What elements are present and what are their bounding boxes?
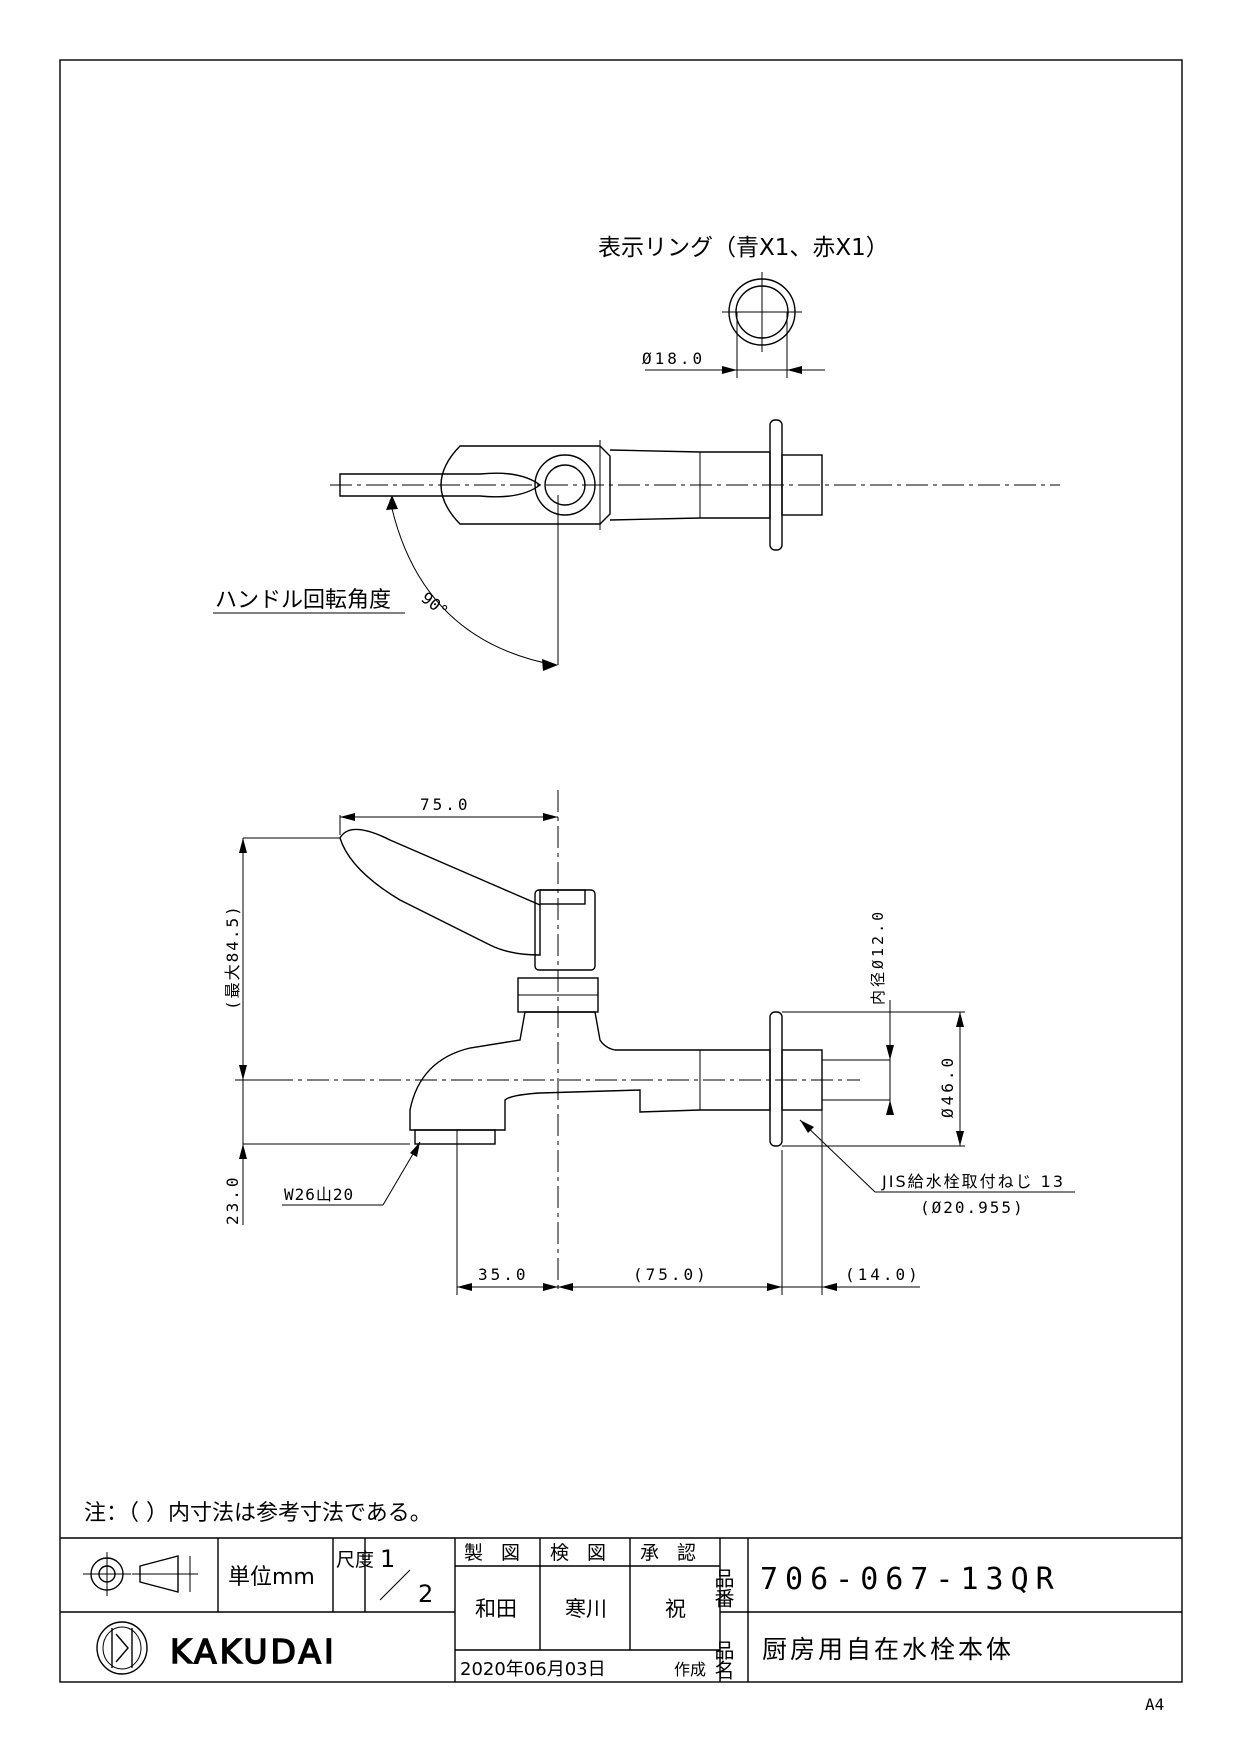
scale-denominator: 2 bbox=[418, 1580, 433, 1608]
top-view: 90° ハンドル回転角度 bbox=[213, 419, 1060, 671]
created-label: 作成 bbox=[674, 1660, 706, 1679]
ring-diameter-dim: Ø18.0 bbox=[642, 349, 705, 368]
inner-diameter-dim: 内径Ø12.0 bbox=[869, 909, 887, 1005]
spout-drop-dim: 23.0 bbox=[223, 1174, 242, 1225]
angle-value: 90° bbox=[418, 588, 452, 621]
scale-numerator: 1 bbox=[380, 1545, 395, 1573]
drawn-header: 製 図 bbox=[464, 1542, 526, 1564]
approved-by: 祝 bbox=[665, 1597, 686, 1621]
spout-offset-dim: 35.0 bbox=[478, 1265, 529, 1284]
thread-length-dim: (14.0) bbox=[845, 1265, 921, 1284]
projection-symbol-icon bbox=[83, 1552, 198, 1596]
checked-by: 寒川 bbox=[565, 1597, 607, 1621]
drawn-by: 和田 bbox=[475, 1597, 517, 1621]
front-view: 75.0 (最大84.5) 23.0 W26山20 内径Ø12.0 Ø46.0 … bbox=[223, 790, 1075, 1295]
brand-wordmark: KAKUDAI bbox=[170, 1632, 337, 1671]
title-block: 単位mm 尺度 1 2 製 図 検 図 承 認 和田 寒川 祝 品番 706-0… bbox=[60, 1537, 1182, 1682]
product-name-label: 品名 bbox=[711, 1640, 735, 1680]
created-date: 2020年06月03日 bbox=[460, 1659, 606, 1680]
sheet-border bbox=[59, 59, 1183, 1683]
supply-thread-label: JIS給水栓取付ねじ 13 bbox=[881, 1172, 1065, 1191]
product-name: 厨房用自在水栓本体 bbox=[762, 1635, 1014, 1664]
handle-rotation-label: ハンドル回転角度 bbox=[215, 588, 391, 613]
body-length-dim: (75.0) bbox=[633, 1265, 709, 1284]
spout-thread-label: W26山20 bbox=[284, 1185, 354, 1204]
unit-label: 単位mm bbox=[228, 1565, 315, 1590]
kakudai-logo: KAKUDAI bbox=[96, 1621, 337, 1675]
ring-title: 表示リング（青X1、赤X1） bbox=[598, 235, 889, 261]
paper-size: A4 bbox=[1145, 1695, 1164, 1714]
supply-thread-diameter: (Ø20.955) bbox=[920, 1198, 1025, 1217]
checked-header: 検 図 bbox=[550, 1542, 612, 1564]
part-number-label: 品番 bbox=[711, 1568, 735, 1608]
part-number: 706-067-13QR bbox=[760, 1562, 1061, 1597]
indicator-ring-view: 表示リング（青X1、赤X1） Ø18.0 bbox=[598, 235, 889, 378]
handle-length-dim: 75.0 bbox=[420, 795, 471, 814]
max-height-dim: (最大84.5) bbox=[223, 904, 242, 1010]
flange-diameter-dim: Ø46.0 bbox=[938, 1055, 957, 1118]
scale-label: 尺度 bbox=[336, 1549, 374, 1571]
approved-header: 承 認 bbox=[640, 1542, 702, 1564]
reference-note: 注：（ ）内寸法は参考寸法である。 bbox=[84, 1501, 432, 1526]
